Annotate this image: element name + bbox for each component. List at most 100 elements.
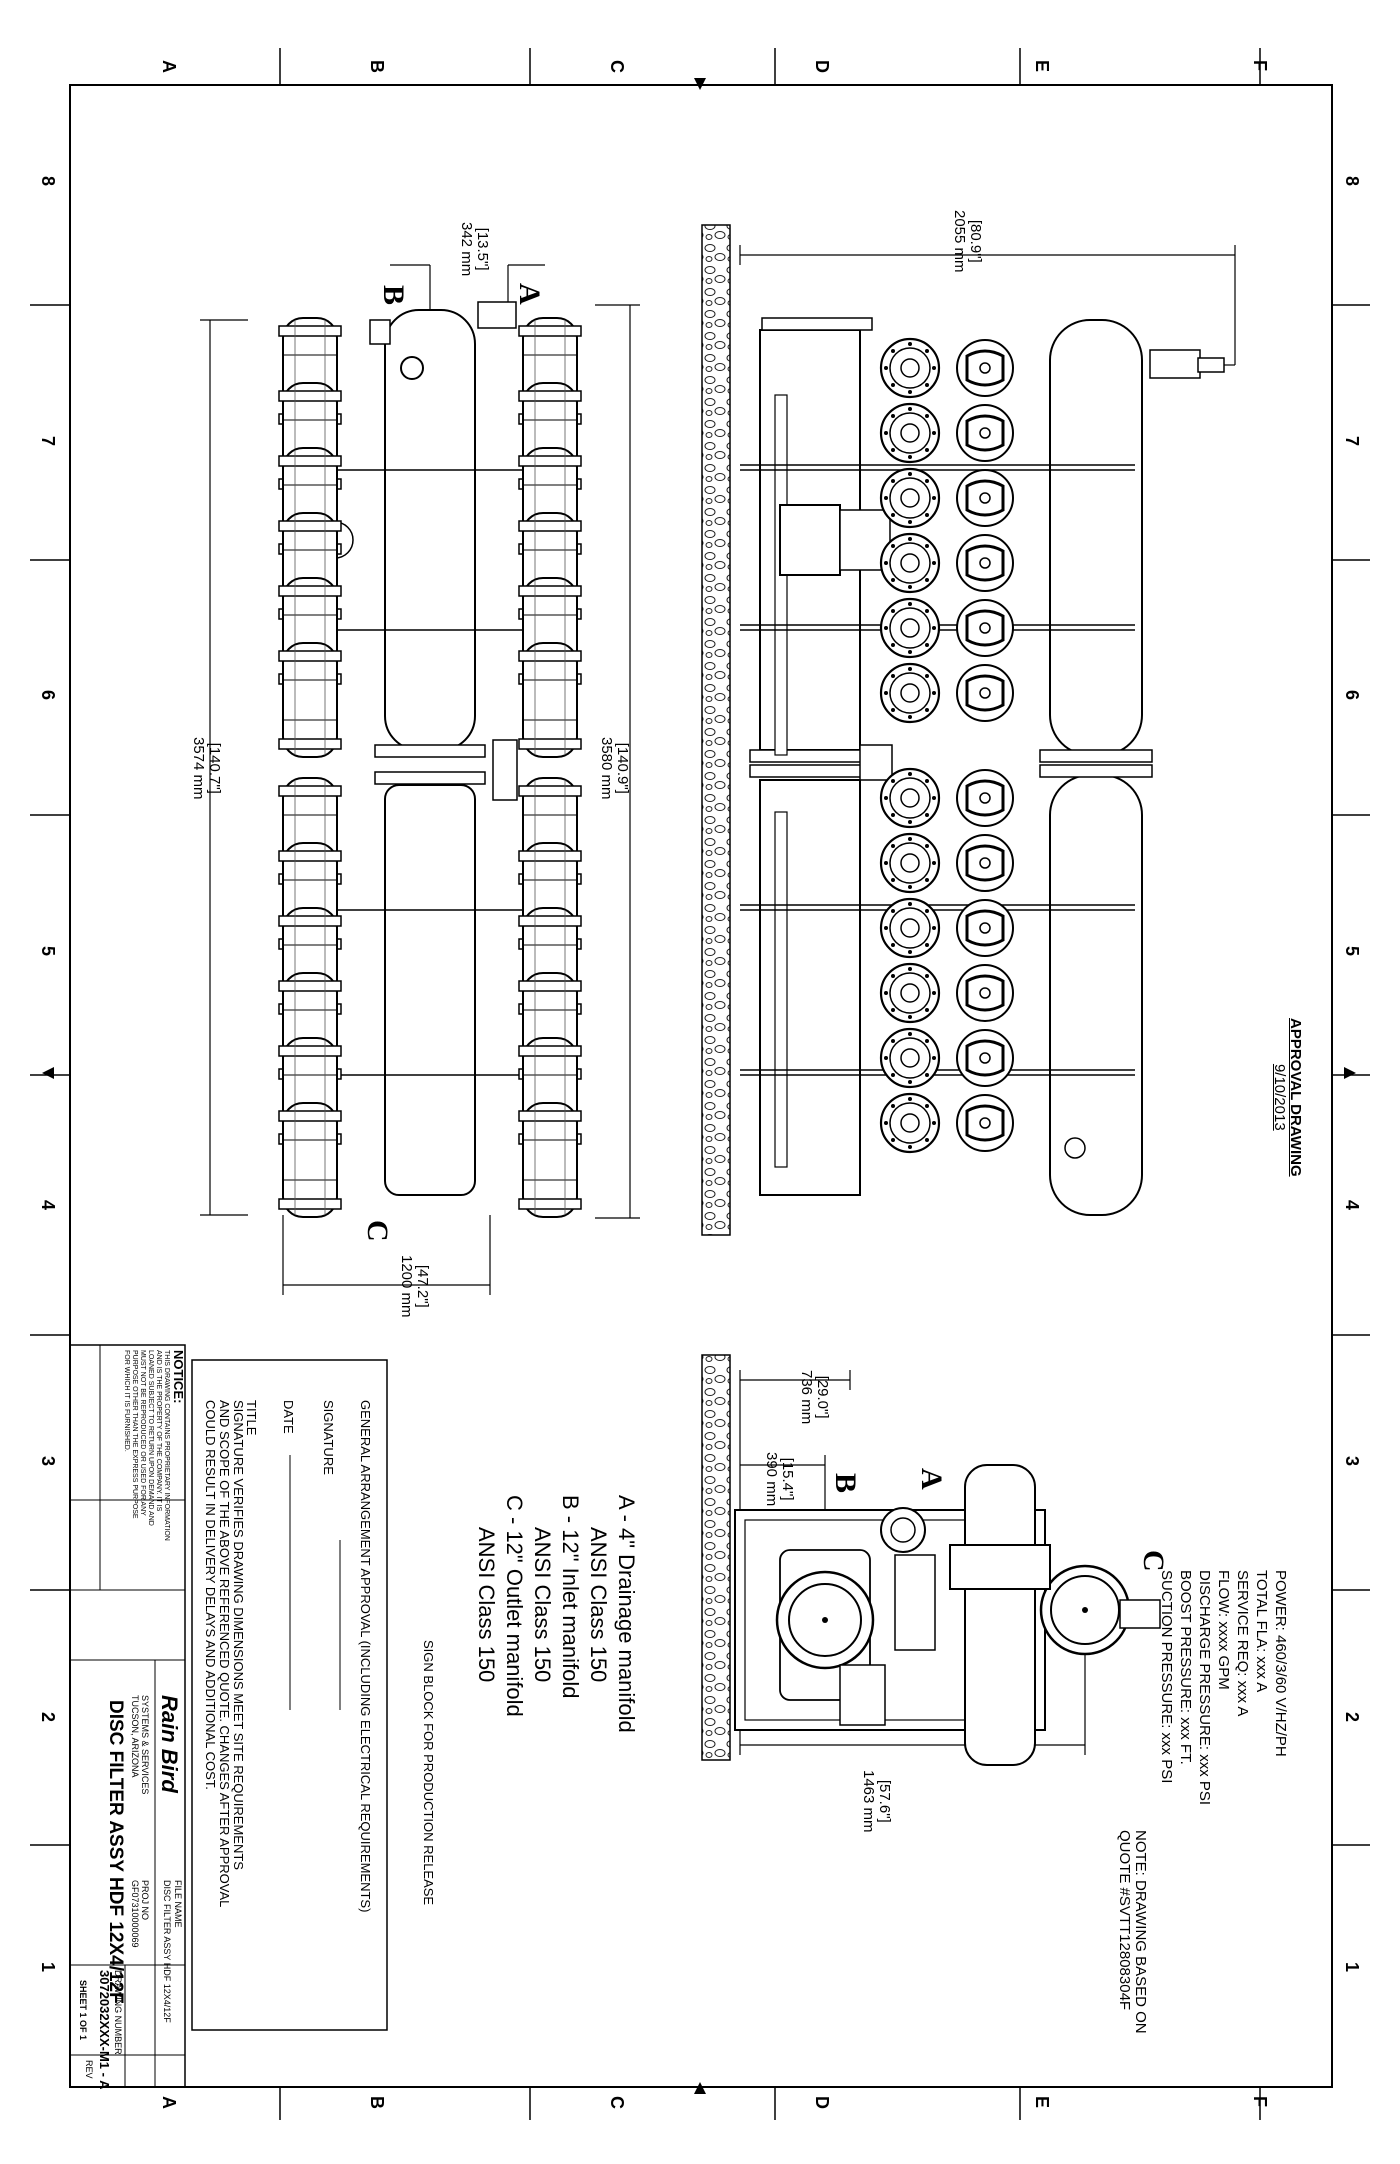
company-address: SYSTEMS & SERVICES TUCSON, ARIZONA bbox=[130, 1695, 150, 1794]
verify-line-3: COULD RESULT IN DELIVERY DELAYS AND ADDI… bbox=[203, 1400, 218, 1790]
spec-discharge-pressure: DISCHARGE PRESSURE: xxx PSI bbox=[1196, 1570, 1213, 1806]
dim-top-overall-mm: 2055 mm bbox=[951, 210, 968, 273]
dim-end-height-mm: 736 mm bbox=[798, 1370, 815, 1425]
manifold-legend: A - 4" Drainage manifold ANSI Class 150 … bbox=[472, 1495, 640, 1733]
side-elevation bbox=[701, 224, 1236, 1236]
callout-a-plan: A bbox=[513, 283, 546, 305]
grid-number-right-4: 4 bbox=[1342, 1200, 1362, 1211]
dim-end-inlet: [15.4"] 390 mm bbox=[763, 1452, 796, 1507]
title-block-lines bbox=[70, 1345, 185, 2087]
revision-label: REV bbox=[84, 2060, 94, 2079]
grid-letter-bottom-e: E bbox=[1032, 2096, 1052, 2109]
drawing-number: 3072032XXX-M1 - A bbox=[97, 1970, 112, 2090]
dim-plan-inner: [140.9"] 3580 mm bbox=[598, 737, 631, 800]
grid-number-right-1: 1 bbox=[1342, 1962, 1362, 1973]
sheet-number: SHEET 1 OF 1 bbox=[78, 1980, 88, 2041]
title-block-frame bbox=[69, 1344, 186, 2088]
grid-letter-bottom-b: B bbox=[367, 2096, 387, 2109]
grid-letter-top-e: E bbox=[1032, 60, 1052, 73]
dim-end-overall-mm: 1463 mm bbox=[860, 1770, 877, 1833]
grid-letter-bottom-c: C bbox=[607, 2096, 627, 2109]
dim-end-inlet-mm: 390 mm bbox=[763, 1452, 780, 1507]
grid-letter-top-c: C bbox=[607, 60, 627, 73]
dim-plan-width-in: [47.2"] bbox=[414, 1264, 431, 1308]
grid-letter-top-f: F bbox=[1250, 60, 1270, 71]
legend-b-line-1: B - 12" Inlet manifold bbox=[558, 1495, 583, 1699]
dim-top-ab-in: [13.5"] bbox=[474, 227, 491, 271]
grid-letter-bottom-a: A bbox=[159, 2096, 179, 2109]
notice-label: NOTICE: bbox=[171, 1350, 186, 1404]
notice-fine-4: MUST NOT BE REPRODUCED OR USED FOR ANY bbox=[139, 1350, 146, 1516]
dim-plan-inner-mm: 3580 mm bbox=[598, 737, 615, 800]
grid-number-right-8: 8 bbox=[1342, 176, 1362, 187]
dim-top-ab: [13.5"] 342 mm bbox=[458, 222, 491, 277]
legend-a-line-1: A - 4" Drainage manifold bbox=[614, 1495, 639, 1733]
notice-fine-1: THIS DRAWING CONTAINS PROPRIETARY INFORM… bbox=[163, 1350, 170, 1541]
quote-note-line-1: NOTE: DRAWING BASED ON bbox=[1132, 1830, 1149, 2034]
project-number-label: PROJ NO bbox=[140, 1880, 150, 1921]
grid-letter-top-d: D bbox=[812, 60, 832, 73]
dim-top-overall-in: [80.9"] bbox=[967, 219, 984, 263]
grid-number-left-8: 8 bbox=[38, 176, 58, 187]
spec-suction-pressure: SUCTION PRESSURE: xxx PSI bbox=[1158, 1570, 1175, 1784]
legend-a-line-2: ANSI Class 150 bbox=[586, 1527, 611, 1683]
callout-b-plan: B bbox=[377, 285, 410, 306]
dim-top-overall: [80.9"] 2055 mm bbox=[951, 210, 984, 273]
legend-c-line-1: C - 12" Outlet manifold bbox=[502, 1495, 527, 1717]
dim-end-overall: [57.6"] 1463 mm bbox=[860, 1770, 893, 1833]
dim-top-ab-mm: 342 mm bbox=[458, 222, 475, 277]
dim-end-inlet-in: [15.4"] bbox=[779, 1457, 796, 1501]
project-number-value: GF07310000069 bbox=[130, 1880, 140, 1948]
sign-block-title-label: TITLE bbox=[244, 1400, 259, 1436]
quote-note: NOTE: DRAWING BASED ON QUOTE #SVTT128083… bbox=[1116, 1830, 1149, 2034]
spec-boost-pressure: BOOST PRESSURE: xxx FT. bbox=[1177, 1570, 1194, 1765]
company-logo: Rain Bird bbox=[157, 1695, 182, 1793]
file-name-value: DISC FILTER ASSY HDF 12X4/12F bbox=[162, 1880, 172, 2023]
sign-block-approval: GENERAL ARRANGEMENT APPROVAL (INCLUDING … bbox=[358, 1400, 373, 1913]
spec-total-fla: TOTAL FLA: xxx A bbox=[1253, 1570, 1270, 1693]
sign-block-frame bbox=[191, 1359, 388, 2031]
spec-service-req: SERVICE REQ: xxx A bbox=[1234, 1570, 1251, 1717]
notice-fine-3: LOANED SUBJECT TO RETURN UPON DEMAND AND bbox=[147, 1350, 154, 1526]
quote-note-line-2: QUOTE #SVTT12808304F bbox=[1116, 1830, 1133, 2011]
dim-end-overall-in: [57.6"] bbox=[876, 1779, 893, 1823]
dim-plan-outer: [140.7"] 3574 mm bbox=[190, 737, 223, 800]
legend-c-line-2: ANSI Class 150 bbox=[474, 1527, 499, 1683]
center-arrows bbox=[42, 78, 1356, 2094]
grid-number-right-2: 2 bbox=[1342, 1712, 1362, 1723]
dim-plan-width-mm: 1200 mm bbox=[398, 1255, 415, 1318]
dim-end-height-in: [29.0"] bbox=[814, 1375, 831, 1419]
grid-letter-top-a: A bbox=[159, 60, 179, 73]
verify-line-1: SIGNATURE VERIFIES DRAWING DIMENSIONS ME… bbox=[231, 1400, 246, 1870]
sign-block-verify: SIGNATURE VERIFIES DRAWING DIMENSIONS ME… bbox=[203, 1400, 246, 1907]
approval-title: APPROVAL DRAWING bbox=[1287, 1018, 1304, 1177]
grid-number-right-5: 5 bbox=[1342, 946, 1362, 957]
legend-b-line-2: ANSI Class 150 bbox=[530, 1527, 555, 1683]
file-name-label: FILE NAME bbox=[173, 1880, 183, 1928]
grid-letter-bottom-d: D bbox=[812, 2096, 832, 2109]
sign-block-header: SIGN BLOCK FOR PRODUCTION RELEASE bbox=[421, 1640, 436, 1906]
grid-number-left-5: 5 bbox=[38, 946, 58, 957]
dim-plan-outer-in: [140.7"] bbox=[206, 742, 223, 794]
spec-list: POWER: 460/3/60 V/HZ/PH TOTAL FLA: xxx A… bbox=[1157, 1570, 1290, 1805]
notice-fine-2: AND IS THE PROPERTY OF THE COMPANY. IT I… bbox=[155, 1350, 162, 1512]
approval-stamp: APPROVAL DRAWING 9/10/2013 bbox=[1271, 1018, 1304, 1177]
sign-lines bbox=[289, 1455, 341, 1710]
grid-number-left-2: 2 bbox=[38, 1712, 58, 1723]
grid-number-right-3: 3 bbox=[1342, 1456, 1362, 1467]
company-fine-1: SYSTEMS & SERVICES bbox=[140, 1695, 150, 1795]
grid-number-left-4: 4 bbox=[38, 1200, 58, 1211]
notice-fine-print: THIS DRAWING CONTAINS PROPRIETARY INFORM… bbox=[122, 1350, 170, 1541]
sign-block-signature-label: SIGNATURE bbox=[321, 1400, 336, 1475]
grid-letter-bottom-f: F bbox=[1250, 2096, 1270, 2107]
company-fine-2: TUCSON, ARIZONA bbox=[130, 1695, 140, 1778]
spec-power: POWER: 460/3/60 V/HZ/PH bbox=[1272, 1570, 1289, 1757]
dim-plan-outer-mm: 3574 mm bbox=[190, 737, 207, 800]
notice-fine-5: PURPOSE OTHER THAN THE EXPRESS PURPOSE bbox=[131, 1350, 138, 1519]
callout-a-end: A bbox=[915, 1468, 948, 1490]
callout-c-plan: C bbox=[361, 1220, 394, 1242]
approval-date: 9/10/2013 bbox=[1271, 1063, 1288, 1131]
plan-view bbox=[200, 264, 640, 1295]
